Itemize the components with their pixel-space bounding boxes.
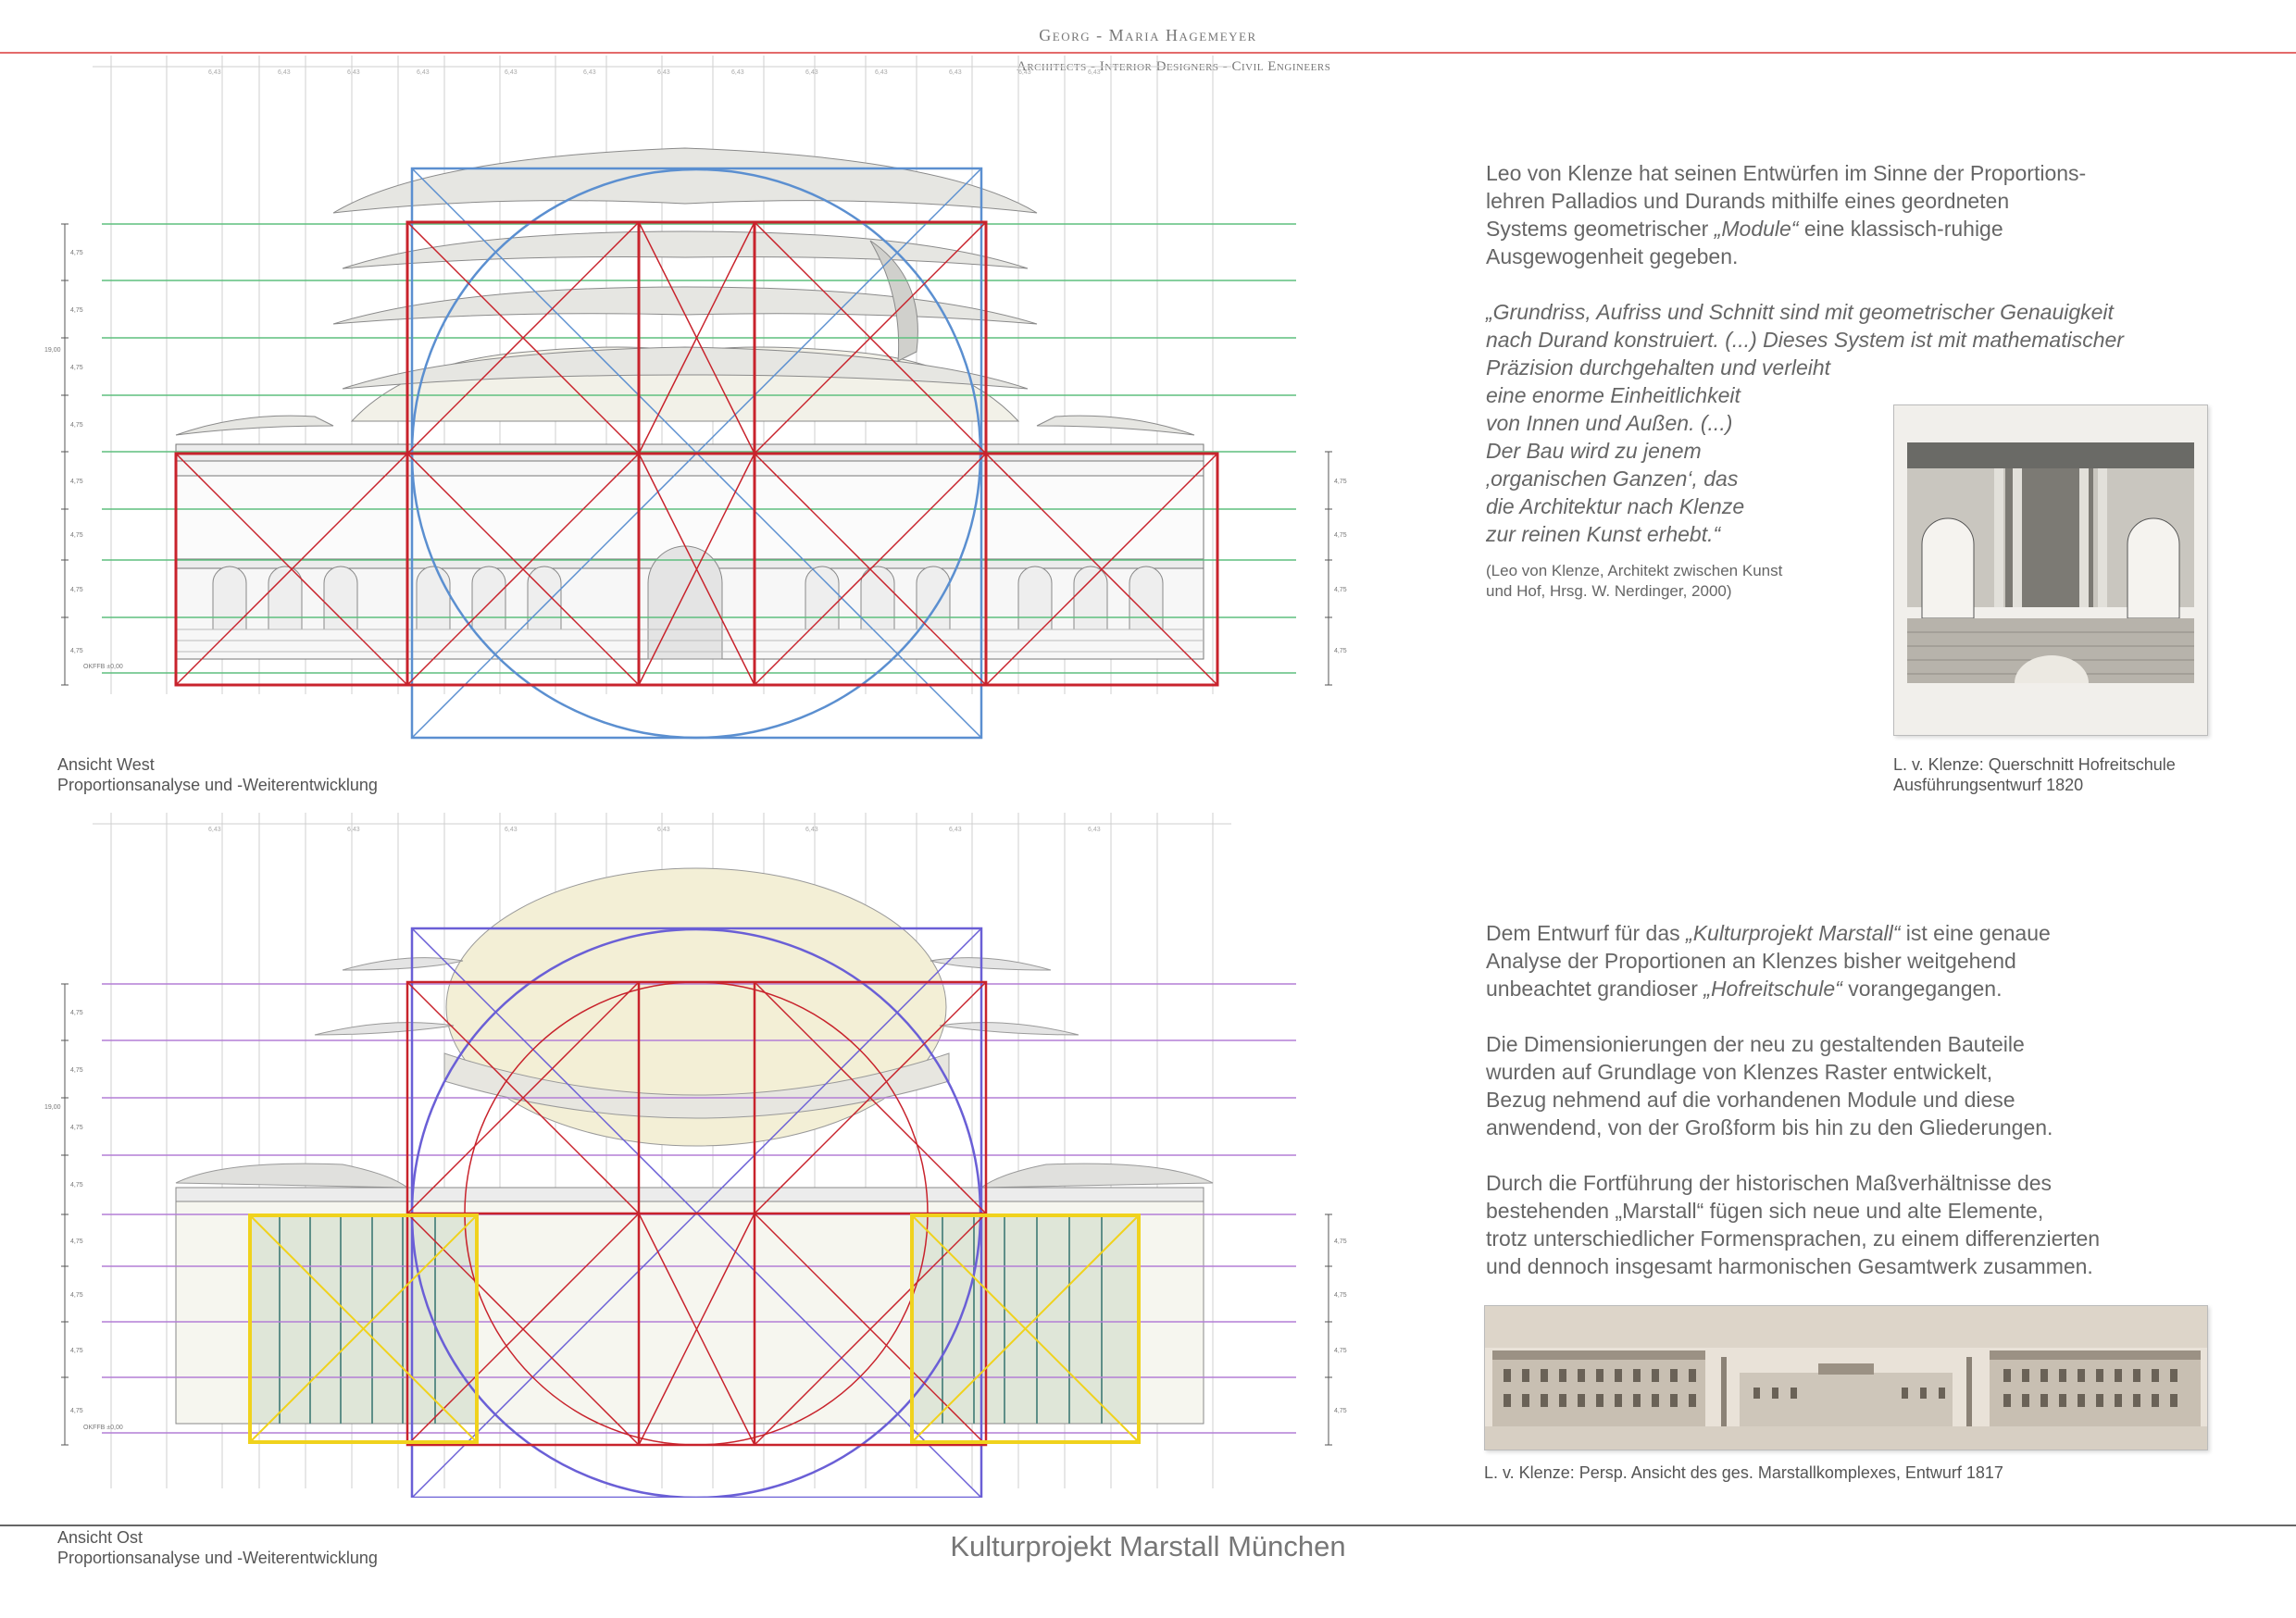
paragraph-continuation: Durch die Fortführung der historischen M…	[1486, 1171, 2101, 1278]
svg-text:4,75: 4,75	[1334, 1238, 1347, 1245]
svg-text:4,75: 4,75	[70, 1182, 83, 1189]
module-grid-yellow	[248, 1214, 1141, 1444]
paragraph-analysis: Dem Entwurf für das „Kulturprojekt Marst…	[1486, 921, 2051, 1001]
header-rule	[0, 52, 2296, 54]
svg-text:4,75: 4,75	[70, 1408, 83, 1414]
svg-text:6,43: 6,43	[657, 827, 670, 833]
project-title: Kulturprojekt Marstall München	[950, 1530, 1346, 1562]
section-image-caption: L. v. Klenze: Querschnitt Hofreitschule …	[1893, 755, 2176, 794]
svg-text:6,43: 6,43	[505, 69, 518, 76]
svg-text:4,75: 4,75	[70, 422, 83, 429]
svg-text:6,43: 6,43	[949, 827, 962, 833]
svg-text:4,75: 4,75	[70, 1010, 83, 1016]
svg-text:6,43: 6,43	[278, 69, 291, 76]
svg-text:6,43: 6,43	[657, 69, 670, 76]
svg-text:4,75: 4,75	[1334, 479, 1347, 485]
svg-text:6,43: 6,43	[1088, 69, 1101, 76]
module-grid-red	[174, 220, 1219, 687]
dimension-labels: 4,75 4,75 4,75 4,75 4,75 4,75 4,75 4,75 …	[44, 1010, 1347, 1431]
roof-shells	[175, 147, 1195, 436]
svg-text:4,75: 4,75	[70, 250, 83, 256]
klenze-section-image	[1893, 404, 2208, 736]
side-dimensions	[61, 223, 1332, 686]
side-dimensions	[61, 983, 1332, 1446]
svg-text:4,75: 4,75	[70, 1348, 83, 1354]
svg-text:6,43: 6,43	[208, 827, 221, 833]
dimension-strip: 6,43 6,43 6,43 6,43 6,43 6,43 6,43	[208, 827, 1101, 833]
facade	[175, 443, 1204, 660]
svg-text:6,43: 6,43	[347, 827, 360, 833]
design-paragraphs: Dem Entwurf für das „Kulturprojekt Marst…	[1486, 919, 2264, 1308]
svg-text:4,75: 4,75	[70, 587, 83, 593]
elevation-west-drawing: 6,43 6,43 6,43 6,43 6,43 6,43 6,43 6,43 …	[44, 56, 1347, 740]
svg-text:6,43: 6,43	[731, 69, 744, 76]
svg-text:4,75: 4,75	[70, 479, 83, 485]
panorama-image-caption: L. v. Klenze: Persp. Ansicht des ges. Ma…	[1484, 1463, 2003, 1482]
svg-text:6,43: 6,43	[505, 827, 518, 833]
klenze-quote: „Grundriss, Aufriss und Schnitt sind mit…	[1486, 300, 2124, 546]
svg-text:6,43: 6,43	[805, 69, 818, 76]
elevation-east-drawing: 6,43 6,43 6,43 6,43 6,43 6,43 6,43	[44, 813, 1347, 1498]
svg-text:4,75: 4,75	[70, 1238, 83, 1245]
east-caption: Ansicht Ost Proportionsanalyse und -Weit…	[57, 1528, 378, 1567]
svg-text:4,75: 4,75	[70, 1292, 83, 1299]
svg-text:4,75: 4,75	[1334, 587, 1347, 593]
marstall-panorama-image	[1484, 1305, 2208, 1450]
svg-text:6,43: 6,43	[417, 69, 430, 76]
svg-text:4,75: 4,75	[1334, 1292, 1347, 1299]
svg-text:4,75: 4,75	[1334, 1408, 1347, 1414]
intro-paragraph: Leo von Klenze hat seinen Entwürfen im S…	[1486, 161, 2087, 268]
svg-text:6,43: 6,43	[583, 69, 596, 76]
svg-text:19,00: 19,00	[44, 1104, 61, 1111]
quote-citation: (Leo von Klenze, Architekt zwischen Kuns…	[1486, 562, 1783, 600]
dimension-strip: 6,43 6,43 6,43 6,43 6,43 6,43 6,43 6,43 …	[208, 69, 1101, 76]
svg-text:6,43: 6,43	[347, 69, 360, 76]
paragraph-dimensions: Die Dimensionierungen der neu zu gestalt…	[1486, 1032, 2053, 1139]
svg-text:6,43: 6,43	[875, 69, 888, 76]
svg-text:6,43: 6,43	[1088, 827, 1101, 833]
svg-text:OKFFB ±0,00: OKFFB ±0,00	[83, 664, 123, 670]
svg-text:4,75: 4,75	[70, 648, 83, 654]
west-caption: Ansicht West Proportionsanalyse und -Wei…	[57, 755, 378, 794]
svg-text:4,75: 4,75	[1334, 532, 1347, 539]
svg-text:6,43: 6,43	[805, 827, 818, 833]
svg-text:4,75: 4,75	[70, 1067, 83, 1074]
svg-text:4,75: 4,75	[70, 1125, 83, 1131]
footer-rule	[0, 1525, 2296, 1526]
svg-text:4,75: 4,75	[1334, 648, 1347, 654]
svg-text:4,75: 4,75	[70, 532, 83, 539]
svg-text:4,75: 4,75	[70, 365, 83, 371]
firm-name: Georg - Maria Hagemeyer	[1039, 26, 1257, 44]
svg-text:6,43: 6,43	[208, 69, 221, 76]
svg-text:6,43: 6,43	[949, 69, 962, 76]
dome	[175, 867, 1214, 1189]
svg-text:OKFFB ±0,00: OKFFB ±0,00	[83, 1425, 123, 1431]
svg-text:4,75: 4,75	[1334, 1348, 1347, 1354]
svg-text:4,75: 4,75	[70, 307, 83, 314]
dimension-labels: 4,75 4,75 4,75 4,75 4,75 4,75 4,75 4,75 …	[44, 250, 1347, 670]
svg-text:6,43: 6,43	[1018, 69, 1031, 76]
svg-text:19,00: 19,00	[44, 347, 61, 354]
